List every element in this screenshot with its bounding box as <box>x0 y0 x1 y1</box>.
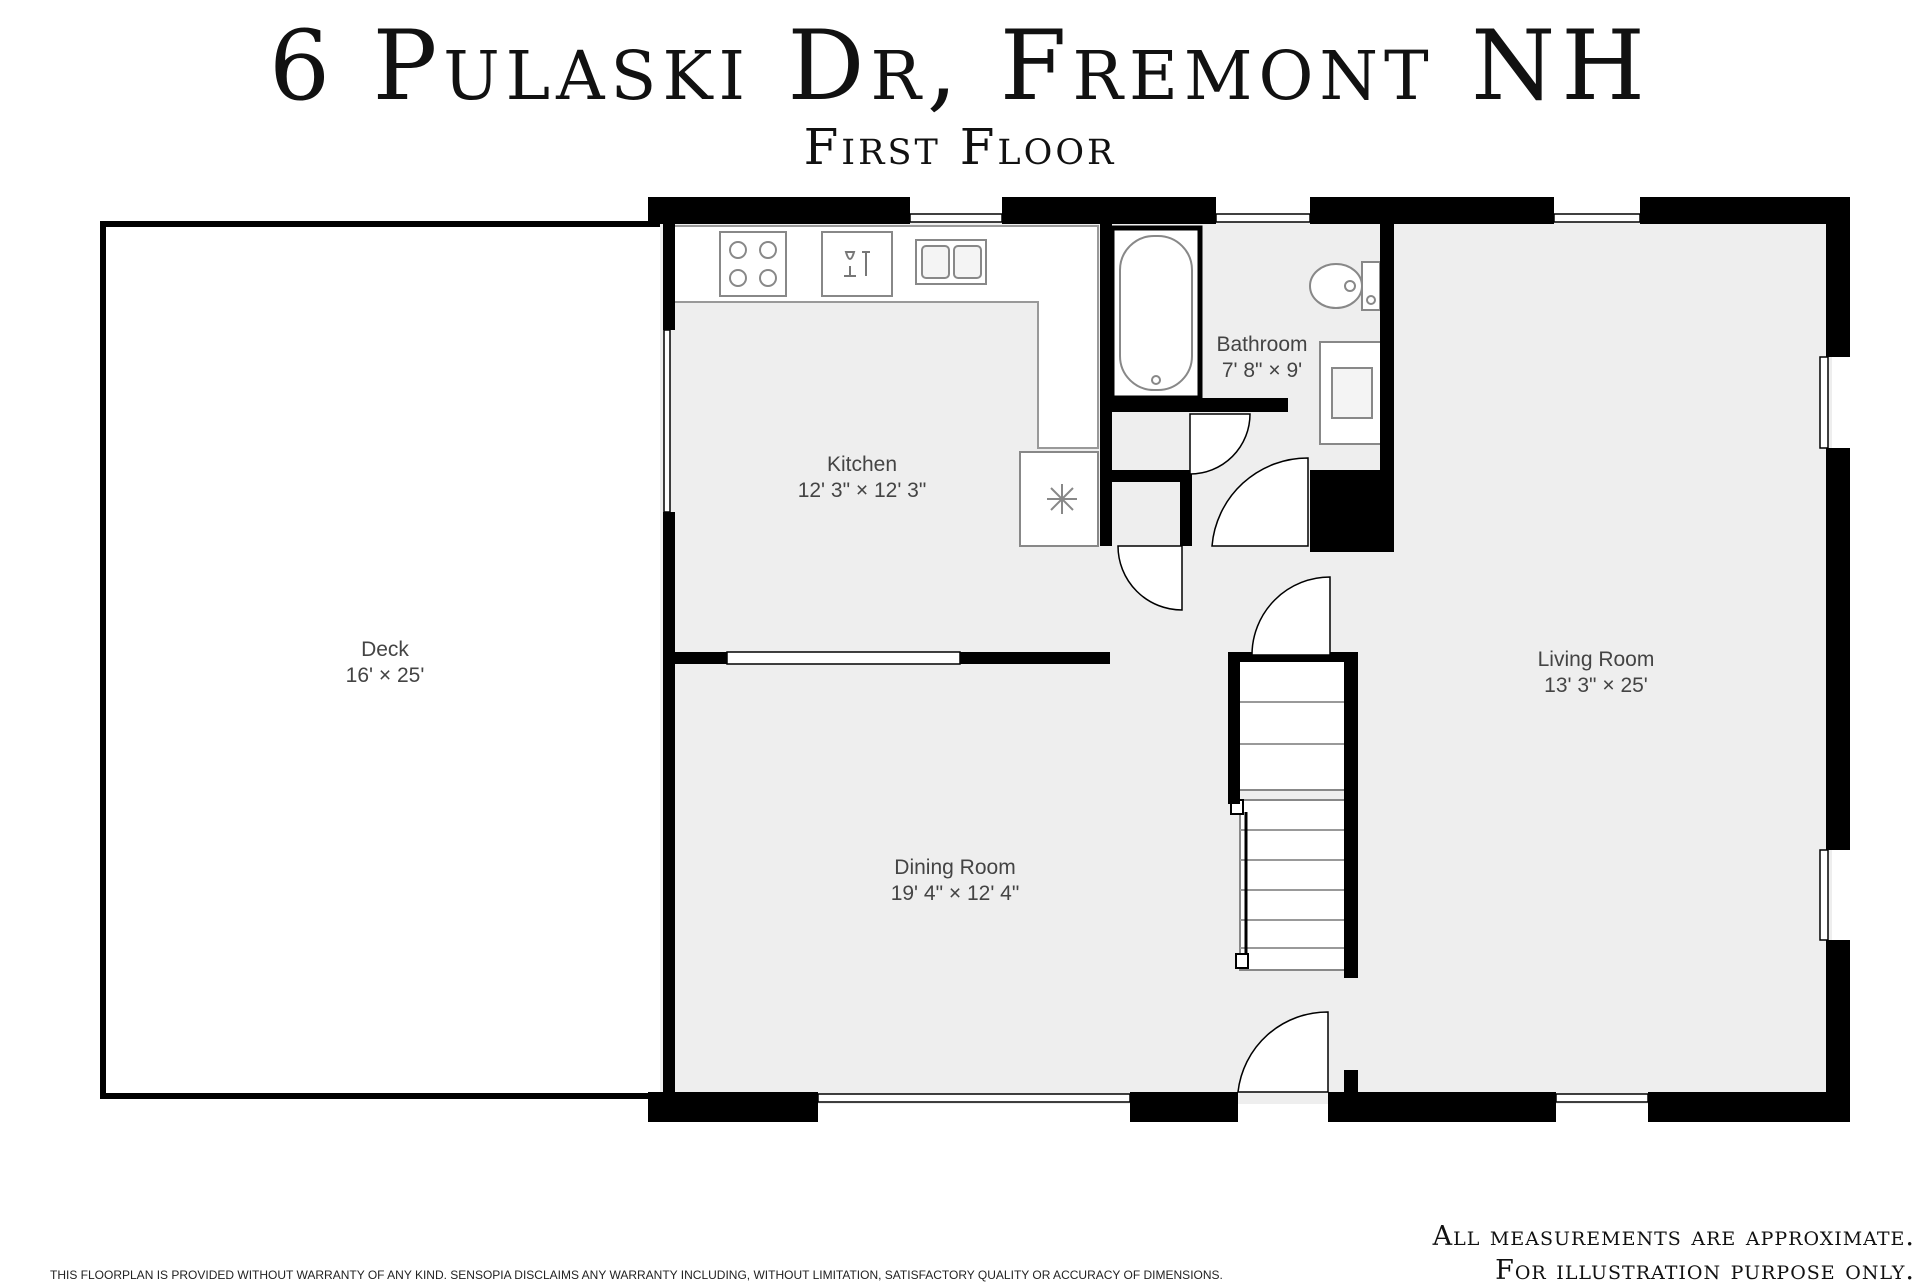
note-line-2: For illustration purpose only. <box>1495 1255 1915 1286</box>
dining-room-label: Dining Room <box>894 856 1015 879</box>
stove-icon <box>719 231 787 297</box>
bathroom-label: Bathroom <box>1216 333 1307 356</box>
exterior-walls <box>648 197 1850 1122</box>
floor-subtitle: First Floor <box>803 118 1117 176</box>
kitchen-dimensions: 12' 3" × 12' 3" <box>798 479 927 502</box>
windows <box>663 213 1829 1103</box>
dining-room-dimensions: 19' 4" × 12' 4" <box>891 882 1020 905</box>
sink-icon <box>915 239 987 285</box>
approximation-note: All measurements are approximate. For il… <box>1433 1220 1915 1288</box>
toilet-icon <box>1309 261 1381 311</box>
bathroom-sink-icon <box>1319 341 1383 445</box>
living-room-dimensions: 13' 3" × 25' <box>1544 674 1648 697</box>
dishwasher-icon <box>821 231 893 297</box>
living-room-label: Living Room <box>1538 648 1655 671</box>
plan-title: 6 Pulaski Dr, Fremont NH <box>269 10 1651 122</box>
staircase <box>1230 659 1349 971</box>
deck-label: Deck <box>361 638 409 661</box>
bathtub-icon <box>1109 225 1203 401</box>
disclaimer-text: THIS FLOORPLAN IS PROVIDED WITHOUT WARRA… <box>50 1268 1223 1282</box>
refrigerator-icon <box>1019 451 1099 547</box>
interior-walls <box>675 224 1394 1092</box>
note-line-1: All measurements are approximate. <box>1432 1221 1915 1252</box>
deck-dimensions: 16' × 25' <box>346 664 425 687</box>
bathroom-dimensions: 7' 8" × 9' <box>1222 359 1302 382</box>
sliding-door <box>726 651 961 665</box>
deck-area <box>100 221 668 1099</box>
door-swings <box>1117 413 1331 1093</box>
kitchen-label: Kitchen <box>827 453 897 476</box>
